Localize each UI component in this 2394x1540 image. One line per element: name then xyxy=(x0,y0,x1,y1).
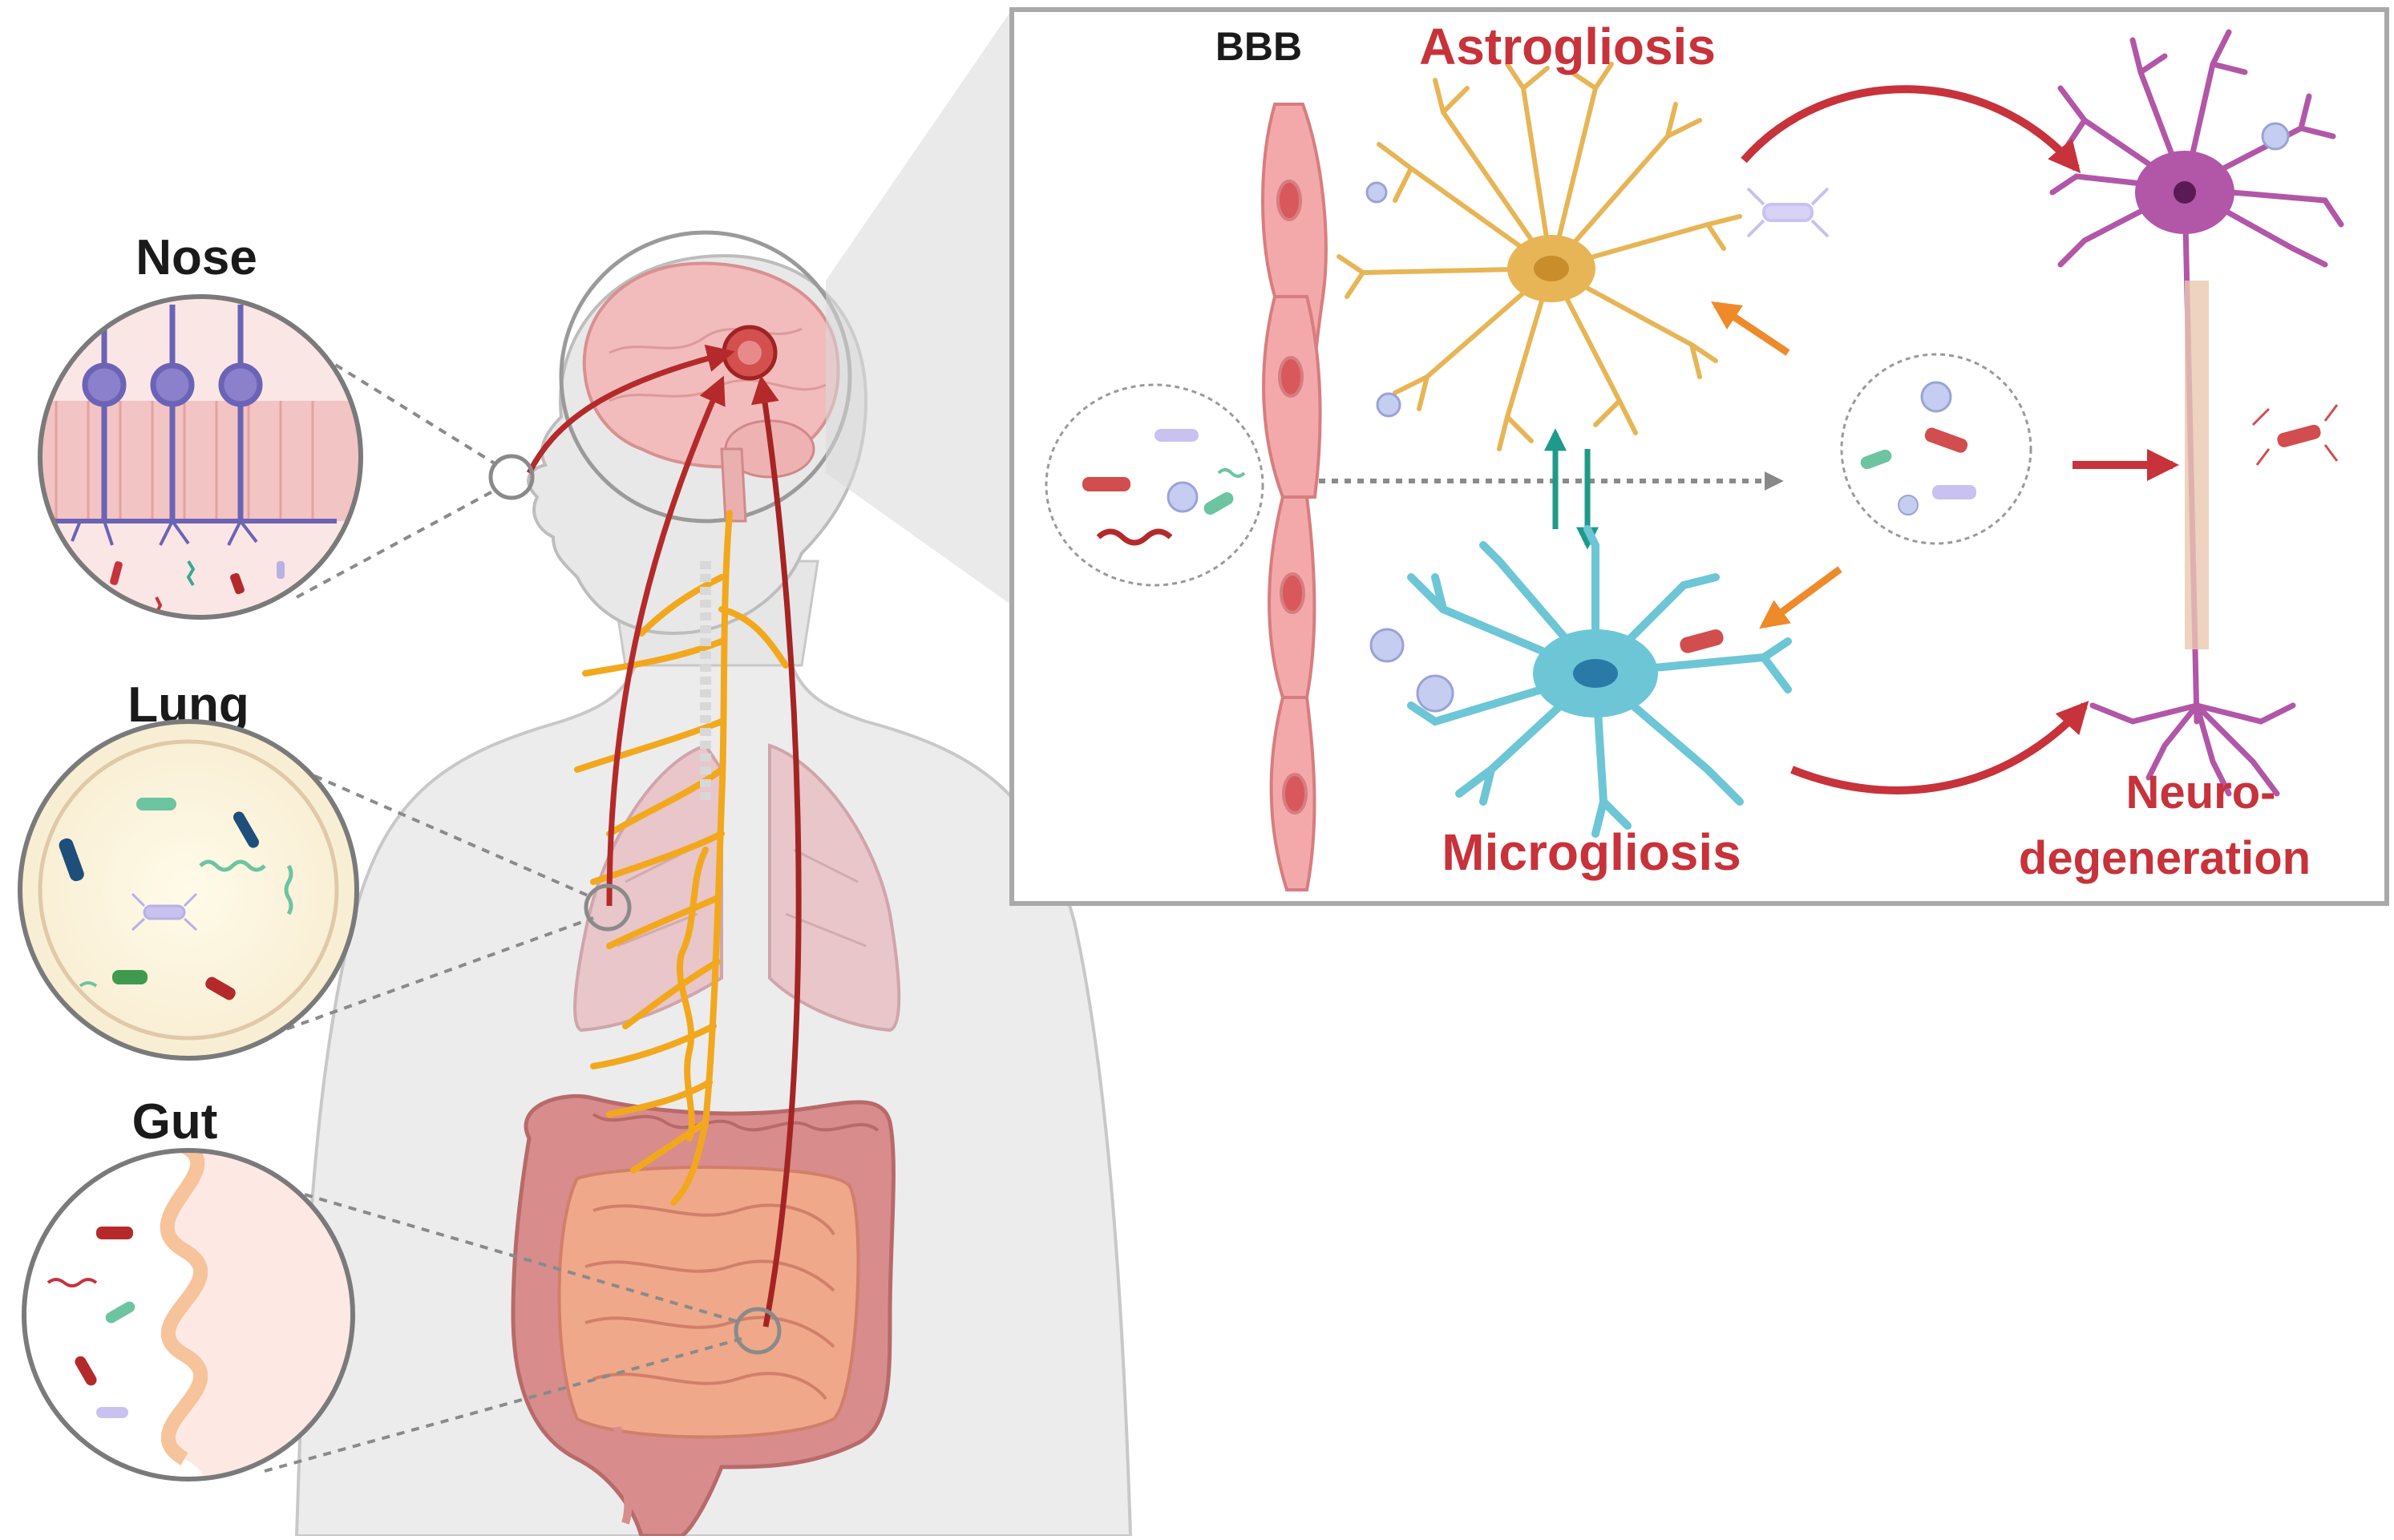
gut-inset: Gut xyxy=(22,1094,355,1481)
lungs xyxy=(573,743,723,1033)
gut-entry-circle xyxy=(734,1307,782,1355)
astrogliosis-label: Astrogliosis xyxy=(1419,18,1716,75)
nose-inset: Nose xyxy=(38,230,363,620)
neurodegeneration-label-1: Neuro- xyxy=(2126,766,2276,819)
lung-brain-arrow xyxy=(606,375,726,907)
astrocyte-neuron-arrow xyxy=(1741,85,2081,174)
myelin xyxy=(2185,281,2209,649)
gut-label: Gut xyxy=(132,1094,218,1150)
mechanism-panel: BBB xyxy=(1009,7,2389,906)
zoom-connectors xyxy=(264,339,742,1473)
microgliosis-label: Microgliosis xyxy=(1442,823,1741,881)
blood-brain-barrier xyxy=(1261,103,1328,891)
human-body xyxy=(294,230,1133,1538)
lung-entry-circle xyxy=(584,883,632,932)
pathogen-cluster-left xyxy=(1045,383,1264,587)
bacterium-icon xyxy=(59,838,84,882)
nose-entry-circle xyxy=(488,454,535,500)
nose-brain-arrow xyxy=(526,344,735,475)
neurodegeneration-label-2: degeneration xyxy=(2019,832,2311,884)
particle-icon xyxy=(1167,481,1199,513)
vagus-nerve xyxy=(574,510,789,1206)
virus-icon xyxy=(131,892,198,932)
olfactory-neuron-icon xyxy=(48,305,337,546)
astrocyte xyxy=(1337,62,1742,451)
zoom-projection xyxy=(826,10,1012,605)
lung-inset: Lung xyxy=(18,677,359,1061)
microglia-neuron-arrow xyxy=(1790,701,2089,794)
pathogen-cluster-mid xyxy=(1840,353,2032,545)
nose-label: Nose xyxy=(135,230,257,285)
gut-brain-arrow xyxy=(750,375,802,1328)
bbb-label: BBB xyxy=(1215,24,1302,69)
